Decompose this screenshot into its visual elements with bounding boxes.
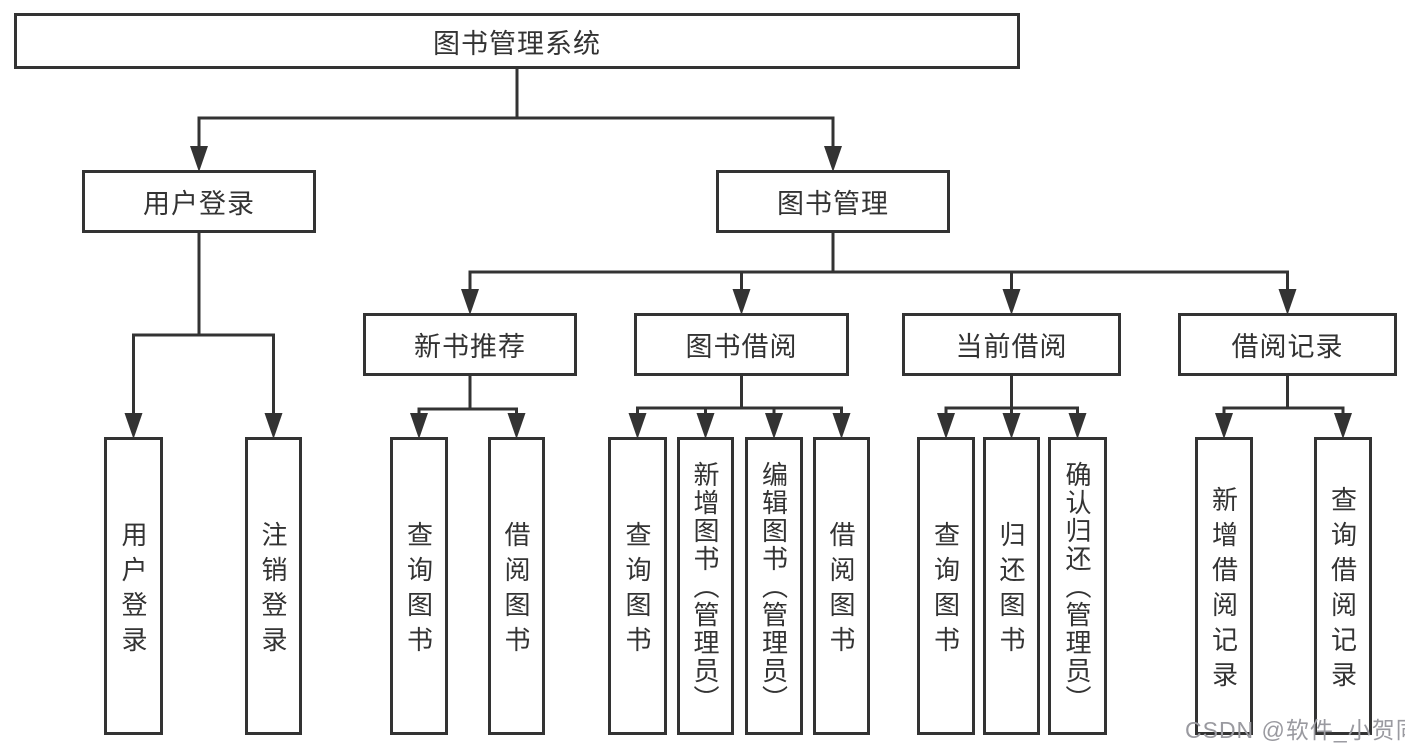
node-new-book-rec: 新书推荐 [363, 313, 577, 376]
node-query-borrow-record: 查询借阅记录 [1314, 437, 1372, 735]
node-user-login-leaf: 用户登录 [104, 437, 163, 735]
arrowhead-icon [696, 413, 715, 439]
arrowhead-icon [1002, 289, 1021, 315]
arrowhead-icon [461, 289, 479, 315]
arrowhead-icon [937, 413, 955, 439]
node-label: 查询图书 [930, 520, 961, 661]
node-logout-leaf: 注销登录 [245, 437, 302, 735]
arrowhead-icon [264, 413, 283, 439]
arrowhead-icon [1215, 413, 1233, 439]
arrowhead-icon [190, 146, 208, 172]
node-label: 查询图书 [622, 520, 652, 661]
arrowhead-icon [1278, 289, 1297, 315]
node-label: 归还图书 [996, 520, 1026, 661]
node-current-borrow: 当前借阅 [902, 313, 1121, 376]
node-label: 借阅记录 [1231, 332, 1344, 362]
arrowhead-icon [124, 413, 143, 439]
arrowhead-icon [1068, 413, 1087, 439]
node-label: 确认归还（管理员） [1062, 461, 1092, 713]
arrowhead-icon [732, 289, 751, 315]
node-book-mgmt: 图书管理 [716, 170, 950, 233]
arrowhead-icon [507, 413, 526, 439]
node-confirm-return: 确认归还（管理员） [1048, 437, 1107, 735]
node-label: 图书借阅 [685, 332, 798, 362]
arrowhead-icon [410, 413, 428, 439]
node-label: 查询借阅记录 [1327, 485, 1358, 696]
arrowhead-icon [1334, 413, 1352, 439]
node-query-book-2: 查询图书 [608, 437, 667, 735]
node-add-borrow-record: 新增借阅记录 [1195, 437, 1253, 735]
node-label: 编辑图书（管理员） [758, 461, 789, 713]
arrowhead-icon [765, 413, 783, 439]
arrowhead-icon [628, 413, 647, 439]
node-label: 借阅图书 [501, 520, 531, 661]
arrowhead-icon [832, 413, 851, 439]
node-edit-book: 编辑图书（管理员） [745, 437, 803, 735]
node-label: 借阅图书 [826, 520, 856, 661]
node-label: 注销登录 [258, 520, 288, 661]
node-label: 新增图书（管理员） [690, 461, 720, 713]
node-label: 新书推荐 [414, 332, 526, 362]
arrowhead-icon [824, 146, 842, 172]
node-label: 图书管理 [777, 189, 889, 219]
node-label: 用户登录 [118, 520, 148, 661]
node-label: 图书管理系统 [433, 28, 601, 59]
node-label: 用户登录 [143, 189, 255, 219]
arrowhead-icon [1002, 413, 1021, 439]
csdn-watermark: CSDN @软件_小贺同学 [1185, 717, 1405, 743]
node-root: 图书管理系统 [14, 13, 1020, 69]
node-borrow-records: 借阅记录 [1178, 313, 1397, 376]
node-label: 新增借阅记录 [1208, 485, 1239, 696]
node-query-book-1: 查询图书 [390, 437, 448, 735]
node-add-book: 新增图书（管理员） [677, 437, 734, 735]
node-label: 当前借阅 [955, 332, 1068, 362]
node-borrow-book-2: 借阅图书 [813, 437, 870, 735]
node-query-book-3: 查询图书 [917, 437, 975, 735]
node-return-book: 归还图书 [983, 437, 1040, 735]
node-book-borrow: 图书借阅 [634, 313, 849, 376]
node-borrow-book-1: 借阅图书 [488, 437, 545, 735]
node-label: 查询图书 [403, 520, 434, 661]
node-user-login: 用户登录 [82, 170, 316, 233]
